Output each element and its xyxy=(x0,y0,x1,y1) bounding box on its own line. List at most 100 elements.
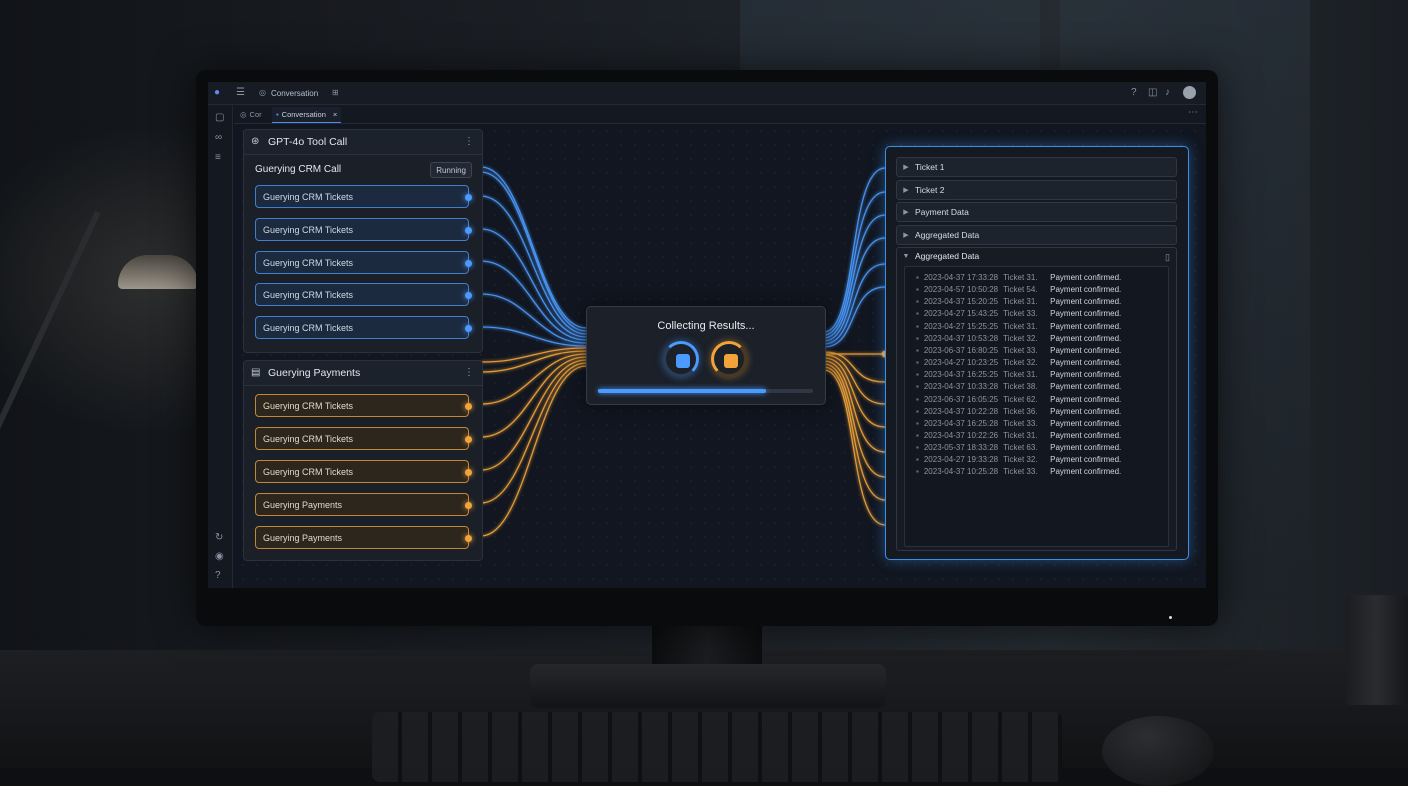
tab-icon: ◎ xyxy=(240,110,247,119)
output-port[interactable] xyxy=(465,436,472,443)
results-wire xyxy=(823,286,886,348)
output-port[interactable] xyxy=(465,535,472,542)
log-ticket: Ticket 36. xyxy=(1003,406,1038,416)
panel-title: Guerying Payments xyxy=(268,367,361,379)
mouse xyxy=(1102,716,1214,786)
refresh-icon[interactable]: ↻ xyxy=(215,532,224,543)
log-message: Payment confirmed. xyxy=(1050,443,1122,453)
output-port[interactable] xyxy=(465,194,472,201)
task-item[interactable]: Guerying CRM Tickets xyxy=(255,283,472,306)
log-message: Payment confirmed. xyxy=(1050,406,1122,416)
chat-icon: ◎ xyxy=(259,88,266,97)
close-icon[interactable]: × xyxy=(332,110,338,119)
crm-tool-panel: ⊛ GPT-4o Tool Call ⋮ Guerying CRM Call R… xyxy=(243,129,483,353)
log-timestamp: 2023-04-37 10:25:28 xyxy=(923,467,999,477)
results-wire xyxy=(823,263,886,345)
link-icon[interactable]: ∞ xyxy=(215,132,223,143)
log-message: Payment confirmed. xyxy=(1050,345,1122,355)
output-port[interactable] xyxy=(465,502,472,509)
bullet-icon: ▪ xyxy=(916,394,919,404)
collecting-results-dialog: Collecting Results... xyxy=(586,306,826,405)
task-label: Guerying CRM Tickets xyxy=(263,289,354,300)
log-message: Payment confirmed. xyxy=(1050,370,1122,380)
task-item[interactable]: Guerying CRM Tickets xyxy=(255,427,472,450)
pen-cup xyxy=(1345,595,1408,705)
output-port[interactable] xyxy=(465,403,472,410)
log-ticket: Ticket 62. xyxy=(1003,394,1038,404)
accordion-payment-data[interactable]: ▶Payment Data xyxy=(896,202,1177,222)
accordion-aggregated-data[interactable]: ▶Aggregated Data xyxy=(896,225,1177,245)
kebab-icon[interactable]: ⋮ xyxy=(464,136,474,147)
grid-icon[interactable]: ⊞ xyxy=(332,88,339,97)
log-message: Payment confirmed. xyxy=(1050,321,1122,331)
bullet-icon: ▪ xyxy=(916,455,919,465)
crm-wire xyxy=(480,326,587,347)
bell-icon[interactable]: ♪ xyxy=(1165,87,1170,98)
log-timestamp: 2023-04-27 19:33:28 xyxy=(923,455,999,465)
tab-label: Conversation xyxy=(281,110,326,119)
payments-wire xyxy=(480,362,587,504)
task-item[interactable]: Guerying CRM Tickets xyxy=(255,394,472,417)
bullet-icon: ▪ xyxy=(916,418,919,428)
log-timestamp: 2023-04-27 15:25:25 xyxy=(923,321,999,331)
chevron-right-icon: ▶ xyxy=(903,232,909,239)
crm-wire xyxy=(480,260,587,341)
payments-wire xyxy=(480,356,587,438)
task-item[interactable]: Guerying CRM Tickets xyxy=(255,316,472,339)
payments-wire xyxy=(480,359,587,471)
task-label: Guerying CRM Tickets xyxy=(263,191,354,202)
globe-icon[interactable]: ◉ xyxy=(215,551,224,562)
results-wire xyxy=(823,167,886,333)
crm-spinner-icon xyxy=(663,341,699,377)
log-timestamp: 2023-04-37 17:33:28 xyxy=(923,273,999,282)
task-item[interactable]: Guerying CRM Tickets xyxy=(255,218,472,241)
copy-icon[interactable]: ▯ xyxy=(1165,252,1170,262)
accordion-ticket-1[interactable]: ▶Ticket 1 xyxy=(896,157,1177,177)
log-timestamp: 2023-06-37 16:80:25 xyxy=(923,345,999,355)
accordion-ticket-2[interactable]: ▶Ticket 2 xyxy=(896,180,1177,200)
task-item[interactable]: Guerying Payments xyxy=(255,526,472,549)
output-port[interactable] xyxy=(465,227,472,234)
task-item[interactable]: Guerying CRM Tickets xyxy=(255,251,472,274)
bullet-icon: ▪ xyxy=(916,309,919,319)
output-port[interactable] xyxy=(465,292,472,299)
list-icon[interactable]: ≡ xyxy=(215,152,221,163)
log-timestamp: 2023-04-37 10:53:28 xyxy=(923,333,999,343)
output-port[interactable] xyxy=(465,469,472,476)
task-label: Guerying CRM Tickets xyxy=(263,224,354,235)
help-icon[interactable]: ? xyxy=(1131,87,1137,98)
results-wire xyxy=(823,354,886,405)
log-timestamp: 2023-04-57 10:50:28 xyxy=(923,285,999,295)
log-message: Payment confirmed. xyxy=(1050,467,1122,477)
expanded-header[interactable]: ▼ Aggregated Data xyxy=(897,251,980,261)
tab-conversation[interactable]: ▪ Conversation × xyxy=(272,107,342,123)
output-port[interactable] xyxy=(465,260,472,267)
menu-icon[interactable]: ☰ xyxy=(236,87,245,98)
monitor-stand-base xyxy=(530,664,886,708)
bullet-icon: ▪ xyxy=(916,333,919,343)
avatar[interactable] xyxy=(1183,86,1196,99)
log-timestamp: 2023-04-37 16:25:25 xyxy=(923,370,999,380)
task-item[interactable]: Guerying Payments xyxy=(255,493,472,516)
results-wire xyxy=(823,366,886,501)
task-item[interactable]: Guerying CRM Tickets xyxy=(255,185,472,208)
kebab-icon[interactable]: ⋮ xyxy=(464,367,474,378)
output-port[interactable] xyxy=(465,325,472,332)
more-icon[interactable]: ⋯ xyxy=(1188,107,1198,118)
log-ticket: Ticket 63. xyxy=(1003,443,1038,453)
panel-icon[interactable]: ▢ xyxy=(215,112,225,123)
tab-cor[interactable]: ◎ Cor xyxy=(236,107,266,122)
task-item[interactable]: Guerying CRM Tickets xyxy=(255,460,472,483)
bullet-icon: ▪ xyxy=(916,382,919,392)
help-icon[interactable]: ? xyxy=(215,570,221,581)
left-sidebar: ▢ ∞ ≡ ↻ ◉ ? xyxy=(208,105,233,588)
layout-icon[interactable]: ◫ xyxy=(1148,87,1158,98)
top-bar: ● ☰ ◎ Conversation ⊞ ? ◫ ♪ xyxy=(208,82,1206,105)
workspace-icon[interactable]: ● xyxy=(214,87,221,98)
